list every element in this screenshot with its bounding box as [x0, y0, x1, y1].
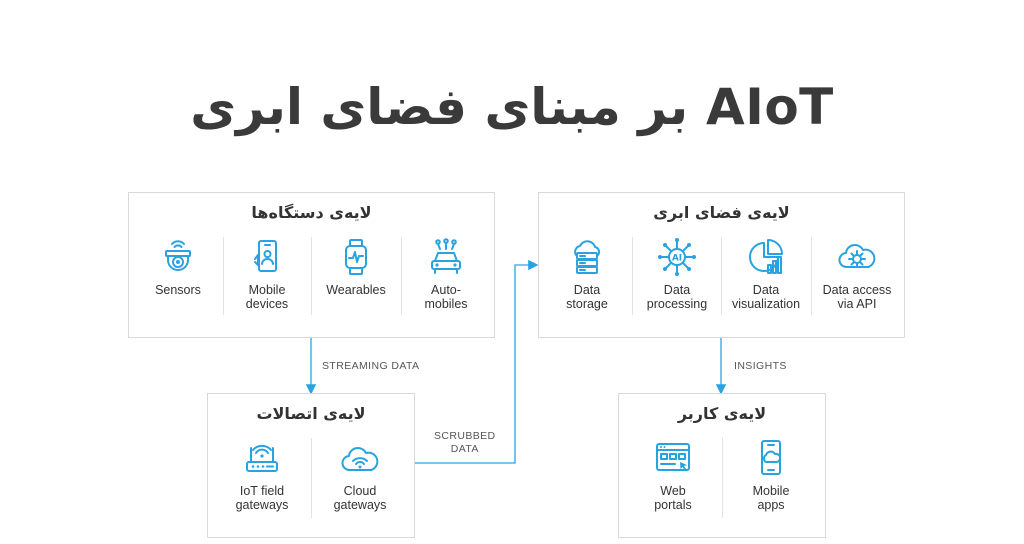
mobile-devices-item: Mobile devices	[227, 237, 307, 311]
mobile-app-icon	[761, 440, 782, 475]
data-visualization-item: Data visualization	[723, 237, 809, 311]
connectivity-layer-box: لایه‌ی اتصالات IoT field gateways Cloud …	[207, 393, 415, 538]
pie-chart-icon	[749, 239, 783, 274]
mobile-devices-label: Mobile devices	[245, 283, 289, 311]
wearables-label: Wearables	[326, 283, 386, 297]
security-camera-icon	[165, 240, 191, 271]
cloud-gear-icon	[838, 244, 876, 268]
data-processing-label: Data processing	[646, 283, 708, 311]
wearables-item: Wearables	[315, 237, 397, 297]
data-processing-item: AI Data processing	[635, 237, 719, 311]
data-storage-item: Data storage	[547, 237, 627, 311]
ai-chip-icon: AI	[658, 238, 696, 276]
device-layer-title: لایه‌ی دستگاه‌ها	[251, 203, 372, 222]
mobile-apps-item: Mobile apps	[727, 438, 815, 512]
router-icon	[246, 444, 278, 472]
smartphone-icon	[254, 240, 277, 272]
scrubbed-data-label: SCRUBBED DATA	[434, 430, 496, 455]
car-icon	[431, 238, 461, 274]
streaming-data-label: STREAMING DATA	[322, 360, 420, 372]
device-layer-box: لایه‌ی دستگاه‌ها Sensors Mobile devices …	[128, 192, 495, 338]
cloud-layer-box: لایه‌ی فضای ابری Data storage AI Data pr…	[538, 192, 905, 338]
connectivity-layer-title: لایه‌ی اتصالات	[256, 404, 366, 423]
cloud-gateways-label: Cloud gateways	[333, 484, 387, 512]
cloud-wifi-icon	[341, 447, 379, 471]
mobile-apps-label: Mobile apps	[752, 484, 790, 512]
cloud-layer-title: لایه‌ی فضای ابری	[653, 203, 790, 222]
automobiles-label: Auto- mobiles	[424, 283, 468, 311]
web-portals-item: Web portals	[629, 438, 717, 512]
cloud-server-icon	[574, 240, 601, 274]
automobiles-item: Auto- mobiles	[405, 237, 487, 311]
insights-label: INSIGHTS	[734, 360, 787, 372]
data-storage-label: Data storage	[566, 283, 608, 311]
smartwatch-icon	[345, 239, 367, 275]
data-access-api-label: Data access via API	[822, 283, 892, 311]
data-visualization-label: Data visualization	[731, 283, 801, 311]
user-layer-box: لایه‌ی کاربر Web portals Mobile apps	[618, 393, 826, 538]
svg-text:AI: AI	[672, 254, 682, 264]
web-portals-label: Web portals	[654, 484, 692, 512]
user-layer-title: لایه‌ی کاربر	[677, 404, 767, 423]
sensors-item: Sensors	[139, 237, 217, 297]
web-portal-icon	[656, 443, 690, 471]
page-title: AIoT بر مبنای فضای ابری	[190, 78, 834, 136]
cloud-gateways-item: Cloud gateways	[316, 438, 404, 512]
data-access-api-item: Data access via API	[814, 237, 900, 311]
iot-field-gateways-label: IoT field gateways	[235, 484, 289, 512]
sensors-label: Sensors	[155, 283, 201, 297]
iot-field-gateways-item: IoT field gateways	[218, 438, 306, 512]
